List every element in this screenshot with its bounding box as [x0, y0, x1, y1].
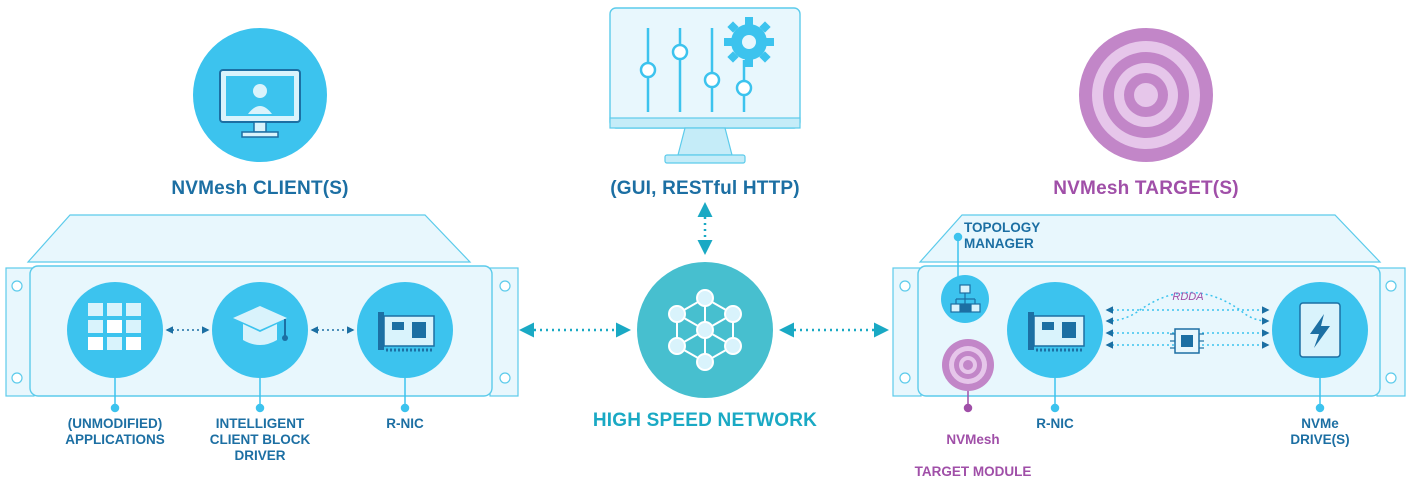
target-network-card-icon: [1007, 282, 1103, 378]
client-rnic-label: R-NIC: [386, 416, 424, 431]
applications-icon: [67, 282, 163, 378]
client-title: NVMesh CLIENT(S): [171, 178, 349, 199]
applications-label: (UNMODIFIED) APPLICATIONS: [65, 416, 165, 447]
target-rnic-label: R-NIC: [1036, 416, 1074, 431]
client-server-lid: [26, 214, 472, 263]
gear-icon: [724, 17, 774, 67]
target-module-label-line1: NVMesh: [946, 431, 1000, 447]
target-module-label-line2: TARGET MODULE: [914, 463, 1032, 479]
cpu-chip-icon: [1170, 328, 1204, 354]
network-card-icon: [357, 282, 453, 378]
network-title: HIGH SPEED NETWORK: [592, 410, 818, 431]
client-monitor-icon: [193, 28, 327, 162]
management-monitor: [609, 7, 801, 164]
target-server-lid: [918, 214, 1382, 263]
drives-label: NVMe DRIVE(S): [1290, 416, 1350, 447]
target-bullseye-icon: [1079, 28, 1213, 162]
target-title: NVMesh TARGET(S): [1053, 178, 1239, 199]
rdda-label: RDDA: [1172, 291, 1204, 303]
graduation-cap-icon: [212, 282, 308, 378]
network-hub-icon: [637, 262, 773, 398]
nvme-drive-icon: [1272, 282, 1368, 378]
architecture-diagram: [5, 7, 1406, 413]
slider-controls-icon: [639, 28, 753, 112]
topology-manager-label: TOPOLOGY MANAGER: [964, 220, 1041, 251]
client-server: [5, 214, 519, 413]
target-server: [892, 214, 1406, 413]
topology-manager-icon: [941, 275, 989, 323]
driver-label: INTELLIGENT CLIENT BLOCK DRIVER: [209, 416, 311, 463]
target-module-icon: [942, 339, 994, 391]
management-title: (GUI, RESTful HTTP): [610, 178, 800, 199]
